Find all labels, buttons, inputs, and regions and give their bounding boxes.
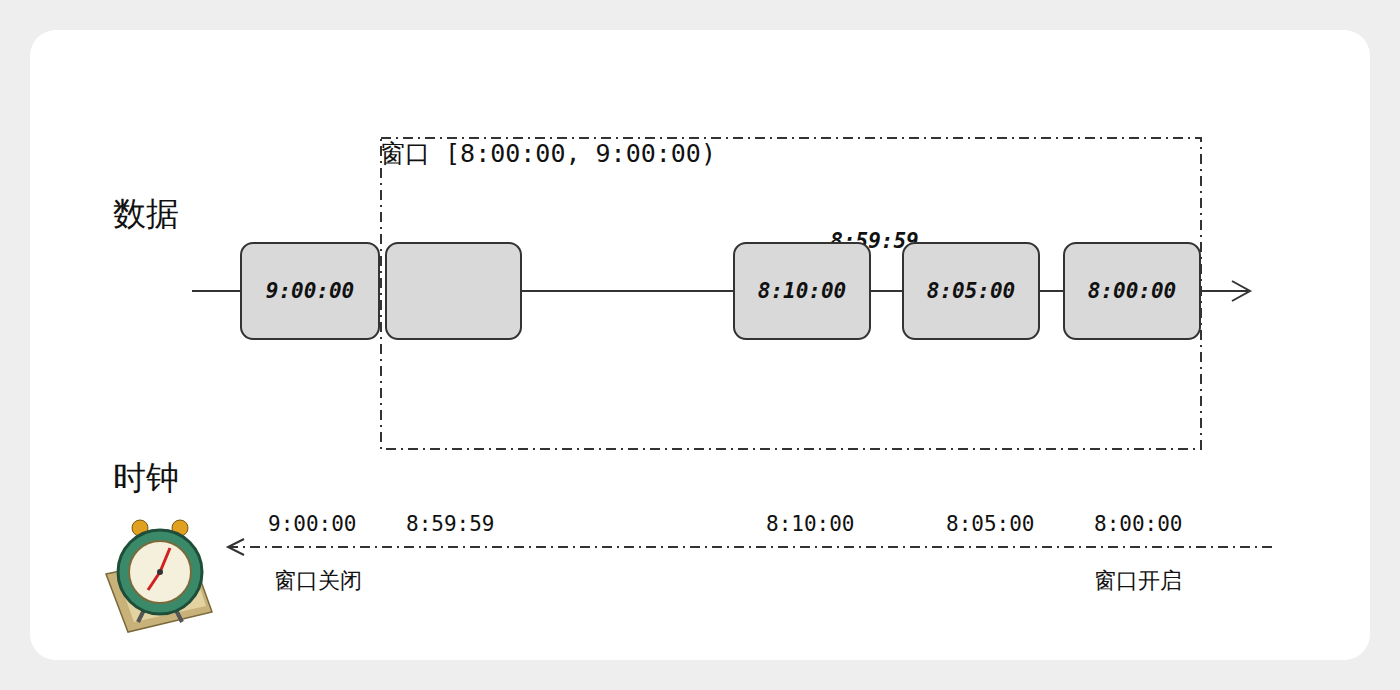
row-label: 时钟 [113,456,179,501]
clock-time: 9:00:00 [268,512,357,536]
clock-note: 窗口关闭 [274,566,362,596]
card [30,30,1370,660]
timestamp-text: 8:00:00 [1088,279,1177,303]
event-box: 8:59:59 [385,242,522,340]
clock-arrowhead [228,539,244,555]
timeline-connector [1040,290,1063,292]
timestamp-text: 8:10:00 [758,279,847,303]
timestamp-text: 9:00:00 [266,279,355,303]
clock-time: 8:05:00 [946,512,1035,536]
event-box: 8:05:00 [902,242,1040,340]
clock-time: 8:59:59 [406,512,495,536]
data-arrowhead [1232,281,1250,301]
clock-note: 窗口开启 [1094,566,1182,596]
data-line-start [192,290,240,292]
clock-line [230,546,1272,548]
row-label: 数据 [113,192,179,237]
event-box: 8:10:00 [733,242,871,340]
window-title: 窗口 [8:00:00, 9:00:00) [380,137,716,170]
timeline-connector [871,290,902,292]
data-line-end [1201,290,1248,292]
event-box: 9:00:00 [240,242,380,340]
window-region: 8:59:59 8:10:00 8:05:00 8:00:00 窗口 [8:00:00,… [380,137,1202,450]
clock-time: 8:10:00 [766,512,855,536]
alarm-clock-icon [106,520,212,632]
timestamp-text: 8:05:00 [927,279,1016,303]
clock-time: 8:00:00 [1094,512,1183,536]
timeline-connector [522,290,733,292]
event-box: 8:00:00 [1063,242,1201,340]
window-border [381,138,1201,449]
